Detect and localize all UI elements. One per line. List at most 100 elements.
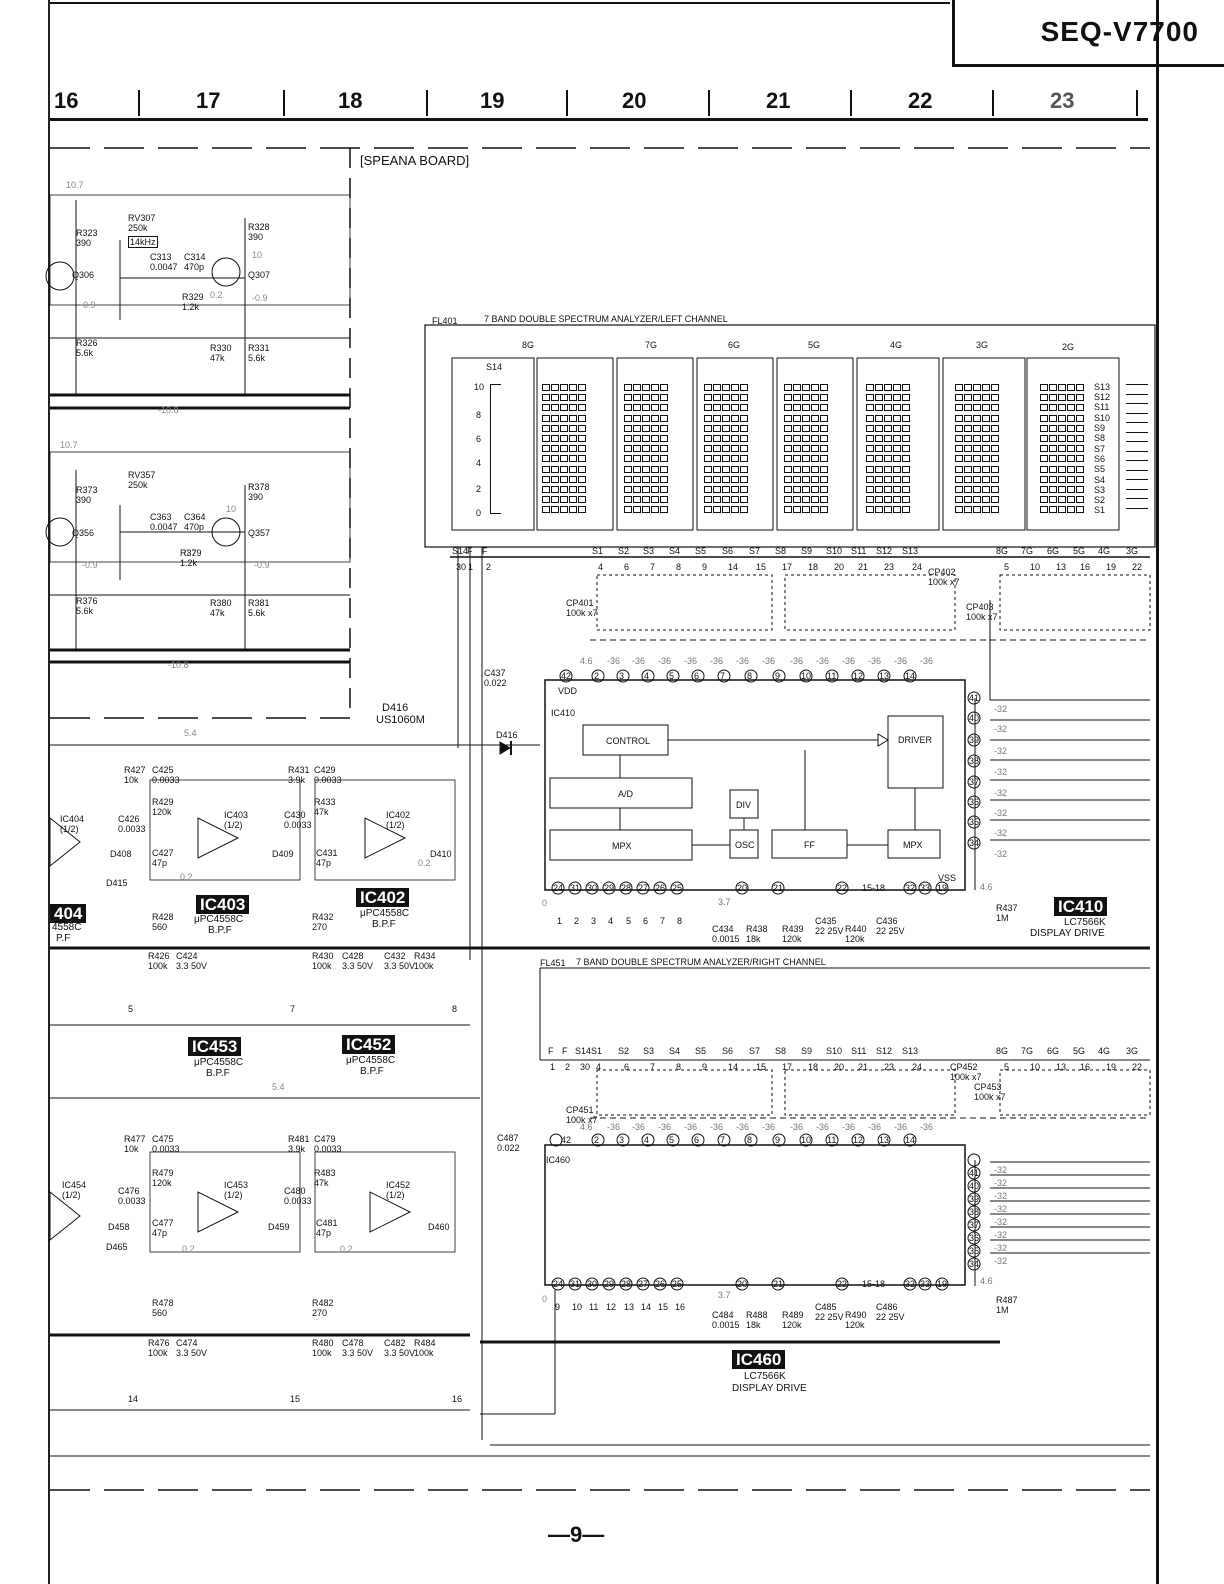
component-label: R381 5.6k: [248, 598, 270, 618]
driver-block: DRIVER: [898, 735, 933, 745]
segment-cell: [633, 394, 641, 402]
segment-cell: [902, 414, 910, 422]
ic-pin-right: 37: [969, 777, 980, 787]
connector-pin: 8: [677, 916, 683, 926]
segment-cell: [973, 404, 981, 412]
component-label: C429 0.0033: [314, 765, 342, 785]
ic-pin-bottom: 26: [655, 883, 666, 893]
fl401-pin-number: 21: [858, 562, 869, 572]
segment-cell: [578, 486, 586, 493]
voltage-top: -36: [684, 656, 698, 666]
segment-cell: [973, 506, 981, 514]
voltage-right: -32: [994, 828, 1008, 838]
segment-cell: [1058, 496, 1066, 504]
segment-cell: [578, 455, 586, 463]
seg-s3: S3: [1094, 485, 1106, 495]
segment-cell: [642, 435, 650, 442]
segment-cell: [1076, 506, 1084, 514]
segment-cell: [551, 414, 559, 422]
segment-cell: [893, 445, 901, 453]
segment-cell: [1067, 496, 1075, 504]
segment-cell: [713, 414, 721, 422]
ic-pin-right: 35: [969, 1246, 980, 1256]
segment-cell: [542, 435, 550, 442]
component-label: Q306: [72, 270, 95, 280]
voltage-37-bot: 3.7: [718, 1290, 731, 1300]
segment-cell: [633, 384, 641, 391]
segment-cell: [651, 414, 659, 422]
connector-pin: 16: [675, 1302, 686, 1312]
bargraph-segment: [1126, 507, 1148, 509]
segment-cell: [713, 486, 721, 493]
segment-cell: [964, 486, 972, 493]
segment-cell: [542, 455, 550, 463]
segment-cell: [642, 445, 650, 453]
voltage-top-bot: -36: [868, 1122, 882, 1132]
segment-cell: [560, 465, 568, 473]
segment-cell: [642, 496, 650, 504]
connector-pin: 5: [128, 1004, 134, 1014]
fl451-signal-label: S10: [826, 1046, 843, 1056]
ic-pin-bottom: 31: [570, 1279, 581, 1289]
fl451-pin-number: 9: [702, 1062, 708, 1072]
segment-cell: [713, 435, 721, 442]
segment-cell: [578, 404, 586, 412]
connector-pin: 9: [555, 1302, 561, 1312]
segment-cell: [651, 404, 659, 412]
segment-cell: [964, 414, 972, 422]
connector-pin: 10: [572, 1302, 583, 1312]
component-label: R427 10k: [124, 765, 146, 785]
component-label: RV357 250k: [128, 470, 156, 490]
segment-cell: [902, 394, 910, 402]
segment-cell: [1076, 496, 1084, 504]
segment-cell: [884, 475, 892, 483]
segment-cell: [1058, 394, 1066, 402]
component-label: Q356: [72, 528, 95, 538]
segment-cell: [955, 435, 963, 442]
segment-cell: [793, 465, 801, 473]
segment-cell: [651, 445, 659, 453]
ic-pin-bottom: 27: [638, 1279, 649, 1289]
segment-cell: [982, 384, 990, 391]
segment-cell: [633, 475, 641, 483]
segment-cell: [1040, 475, 1048, 483]
segment-cell: [722, 496, 730, 504]
connector-pin: 4: [608, 916, 614, 926]
fl451-pin-number: 15: [756, 1062, 767, 1072]
fl401-pin-number: 20: [834, 562, 845, 572]
band-8g: 8G: [522, 340, 535, 350]
segment-cell: [551, 384, 559, 391]
segment-cell: [982, 394, 990, 402]
segment-cell: [893, 455, 901, 463]
ic460-func: DISPLAY DRIVE: [732, 1383, 807, 1394]
voltage-top-bot: -36: [736, 1122, 750, 1132]
ic460-badge: IC460: [732, 1350, 786, 1369]
segment-cell: [651, 435, 659, 442]
segment-cell: [1076, 475, 1084, 483]
segment-cell: [982, 465, 990, 473]
segment-cell: [991, 424, 999, 432]
segment-cell: [704, 435, 712, 442]
segment-cell: [1058, 465, 1066, 473]
segment-cell: [569, 475, 577, 483]
scale-bracket: [490, 384, 501, 514]
board-title: [SPEANA BOARD]: [360, 153, 470, 168]
voltage-top-bot: -36: [816, 1122, 830, 1132]
fl451-signal-label: F: [562, 1046, 568, 1056]
voltage-108-b: -10.8: [168, 660, 189, 670]
segment-cell: [884, 414, 892, 422]
ic-pin-top: 10: [801, 1135, 812, 1145]
segment-cell: [811, 404, 819, 412]
voltage-top-bot: -36: [762, 1122, 776, 1132]
voltage-top: -36: [894, 656, 908, 666]
voltage-top: -36: [868, 656, 882, 666]
component-label: R379 1.2k: [180, 548, 202, 568]
d416-part: US1060M: [376, 714, 425, 726]
segment-cell: [722, 414, 730, 422]
voltage-0: 0: [542, 898, 548, 908]
fl401-pin-number: 24: [912, 562, 923, 572]
segment-cell: [991, 414, 999, 422]
